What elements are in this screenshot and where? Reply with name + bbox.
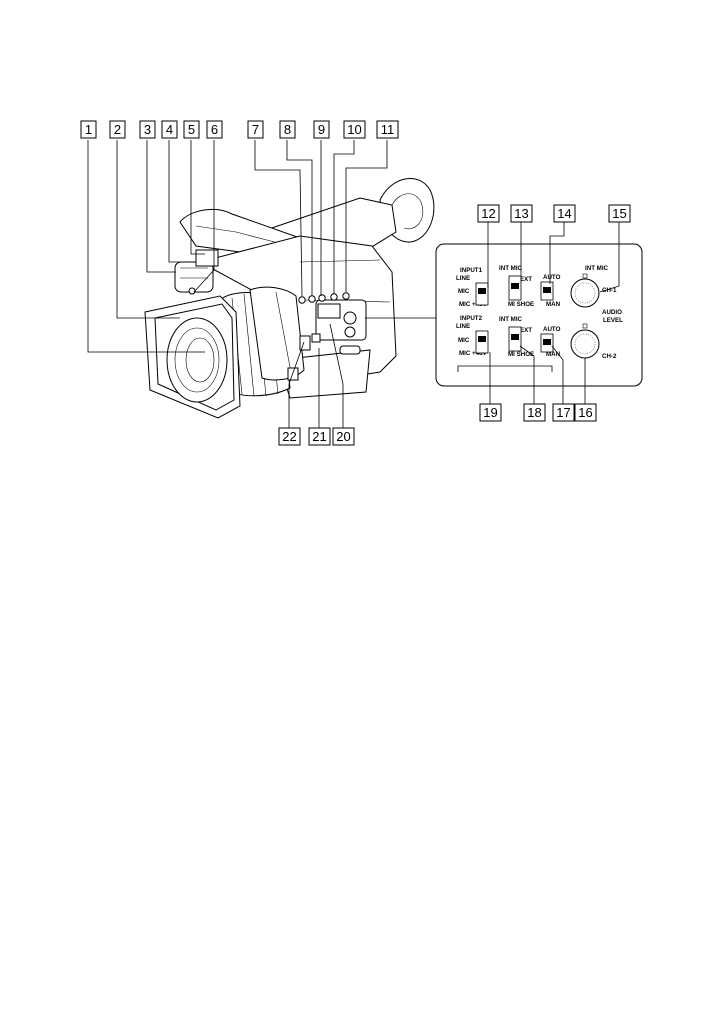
- callout-21: 21: [308, 427, 331, 446]
- svg-text:6: 6: [211, 122, 218, 137]
- input-select-knob-1: [511, 283, 519, 289]
- callout-13: 13: [510, 204, 533, 223]
- callout-boxes: 1 2 3 4 5 6 7 8 9 10 11 12 13 14 15 16 1…: [80, 120, 631, 446]
- callout-3: 3: [139, 120, 156, 139]
- svg-text:3: 3: [144, 122, 151, 137]
- int-mic-top-label: INT MIC: [585, 265, 609, 272]
- callout-5: 5: [183, 120, 200, 139]
- svg-text:16: 16: [578, 405, 592, 420]
- svg-text:5: 5: [188, 122, 195, 137]
- input-select-knob-2: [511, 334, 519, 340]
- mi-shoe-label-1: MI SHOE: [508, 301, 534, 308]
- svg-text:12: 12: [481, 206, 495, 221]
- svg-text:10: 10: [347, 122, 361, 137]
- int-mic-label-1: INT MIC: [499, 265, 523, 272]
- svg-text:9: 9: [318, 122, 325, 137]
- audio-control-panel: INPUT1 LINE MIC MIC +48V INT MIC EXT MI …: [365, 243, 643, 387]
- svg-text:1: 1: [85, 122, 92, 137]
- input2-label: INPUT2: [460, 315, 483, 322]
- svg-text:11: 11: [381, 122, 395, 137]
- mic48-label-1: MIC +48V: [459, 301, 488, 308]
- mi-shoe-label-2: MI SHOE: [508, 351, 534, 358]
- callout-8: 8: [279, 120, 296, 139]
- callout-20: 20: [332, 427, 355, 446]
- ch2-dial-ticks: [574, 333, 596, 355]
- svg-text:21: 21: [312, 429, 326, 444]
- ch1-label: CH-1: [602, 287, 617, 294]
- svg-text:2: 2: [114, 122, 121, 137]
- man-label-1: MAN: [546, 301, 561, 308]
- svg-text:8: 8: [284, 122, 291, 137]
- callout-11: 11: [376, 120, 399, 139]
- callout-22: 22: [278, 427, 301, 446]
- callout-2: 2: [109, 120, 126, 139]
- ch1-dial-marker: [582, 273, 588, 279]
- svg-text:22: 22: [282, 429, 296, 444]
- callout-12: 12: [477, 204, 500, 223]
- callout-7: 7: [247, 120, 264, 139]
- auto-man-knob-1: [543, 287, 551, 293]
- svg-text:17: 17: [556, 405, 570, 420]
- auto-label-2: AUTO: [543, 326, 561, 333]
- level-label: LEVEL: [603, 317, 623, 324]
- svg-text:20: 20: [336, 429, 350, 444]
- svg-text:14: 14: [557, 206, 571, 221]
- ext-label-2: EXT: [520, 327, 532, 334]
- input1-label: INPUT1: [460, 267, 483, 274]
- svg-text:15: 15: [612, 206, 626, 221]
- callout-6: 6: [206, 120, 223, 139]
- mic-label-2: MIC: [458, 337, 470, 344]
- callout-15: 15: [608, 204, 631, 223]
- auto-label-1: AUTO: [543, 274, 561, 281]
- ch2-label: CH-2: [602, 353, 617, 360]
- mic-label-1: MIC: [458, 288, 470, 295]
- ext-label-1: EXT: [520, 276, 532, 283]
- callout-19: 19: [479, 403, 502, 422]
- callout-17: 17: [552, 403, 575, 422]
- callout-1: 1: [80, 120, 97, 139]
- input2-switch-knob: [478, 336, 486, 342]
- line-label-2: LINE: [456, 323, 470, 330]
- ch1-dial-ticks: [574, 282, 596, 304]
- svg-text:13: 13: [514, 206, 528, 221]
- bracket-line-lower: [457, 365, 553, 372]
- svg-text:4: 4: [166, 122, 173, 137]
- camcorder-illustration: [144, 178, 435, 419]
- callout-18: 18: [523, 403, 546, 422]
- callout-4: 4: [161, 120, 178, 139]
- audio-label: AUDIO: [602, 309, 622, 316]
- callout-9: 9: [313, 120, 330, 139]
- auto-man-knob-2: [543, 339, 551, 345]
- svg-text:7: 7: [252, 122, 259, 137]
- line-label-1: LINE: [456, 275, 470, 282]
- input1-switch-knob: [478, 288, 486, 294]
- man-label-2: MAN: [546, 351, 561, 358]
- int-mic-label-2: INT MIC: [499, 316, 523, 323]
- svg-text:18: 18: [527, 405, 541, 420]
- ch2-dial-marker: [582, 323, 588, 329]
- callout-10: 10: [343, 120, 366, 139]
- leader-lines: [87, 140, 620, 428]
- svg-text:19: 19: [483, 405, 497, 420]
- mic48-label-2: MIC +48V: [459, 350, 488, 357]
- callout-14: 14: [553, 204, 576, 223]
- callout-16: 16: [574, 403, 597, 422]
